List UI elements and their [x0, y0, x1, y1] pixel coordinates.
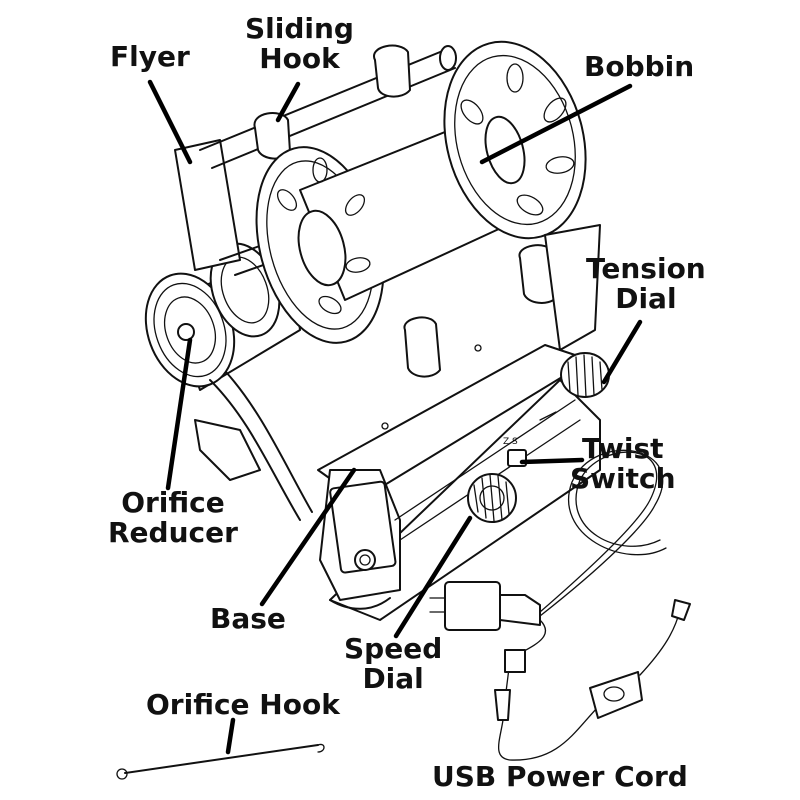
- orifice-hook-part: [116, 743, 325, 780]
- leader-orifice-reducer: [165, 337, 193, 491]
- base-part: [317, 344, 601, 621]
- label-tension-dial: Tension Dial: [586, 252, 706, 316]
- leader-twist-switch: [519, 457, 585, 465]
- leader-lines: [147, 79, 643, 755]
- orifice-reducer-part: [144, 242, 313, 521]
- leader-tension-dial: [601, 319, 643, 385]
- label-flyer: Flyer: [110, 40, 190, 73]
- label-orifice-hook: Orifice Hook: [146, 688, 340, 721]
- leader-flyer: [147, 79, 193, 165]
- label-base: Base: [210, 602, 286, 635]
- leader-sliding-hook: [275, 81, 301, 123]
- label-bobbin: Bobbin: [584, 50, 695, 83]
- leader-base: [259, 467, 357, 607]
- speed-dial-part: [467, 473, 517, 523]
- label-sliding-hook: Sliding Hook: [245, 12, 354, 76]
- bobbin-part: [255, 40, 587, 378]
- switch-marks: Z S: [503, 437, 518, 447]
- usb-power-cord-part: [429, 449, 691, 761]
- leader-orifice-hook: [225, 717, 236, 755]
- label-twist-switch: Twist Switch: [570, 432, 676, 496]
- label-speed-dial: Speed Dial: [344, 632, 443, 696]
- leader-bobbin: [479, 83, 633, 165]
- label-usb-power-cord: USB Power Cord: [432, 760, 688, 793]
- leader-speed-dial: [393, 515, 473, 639]
- label-orifice-reducer: Orifice Reducer: [108, 486, 238, 550]
